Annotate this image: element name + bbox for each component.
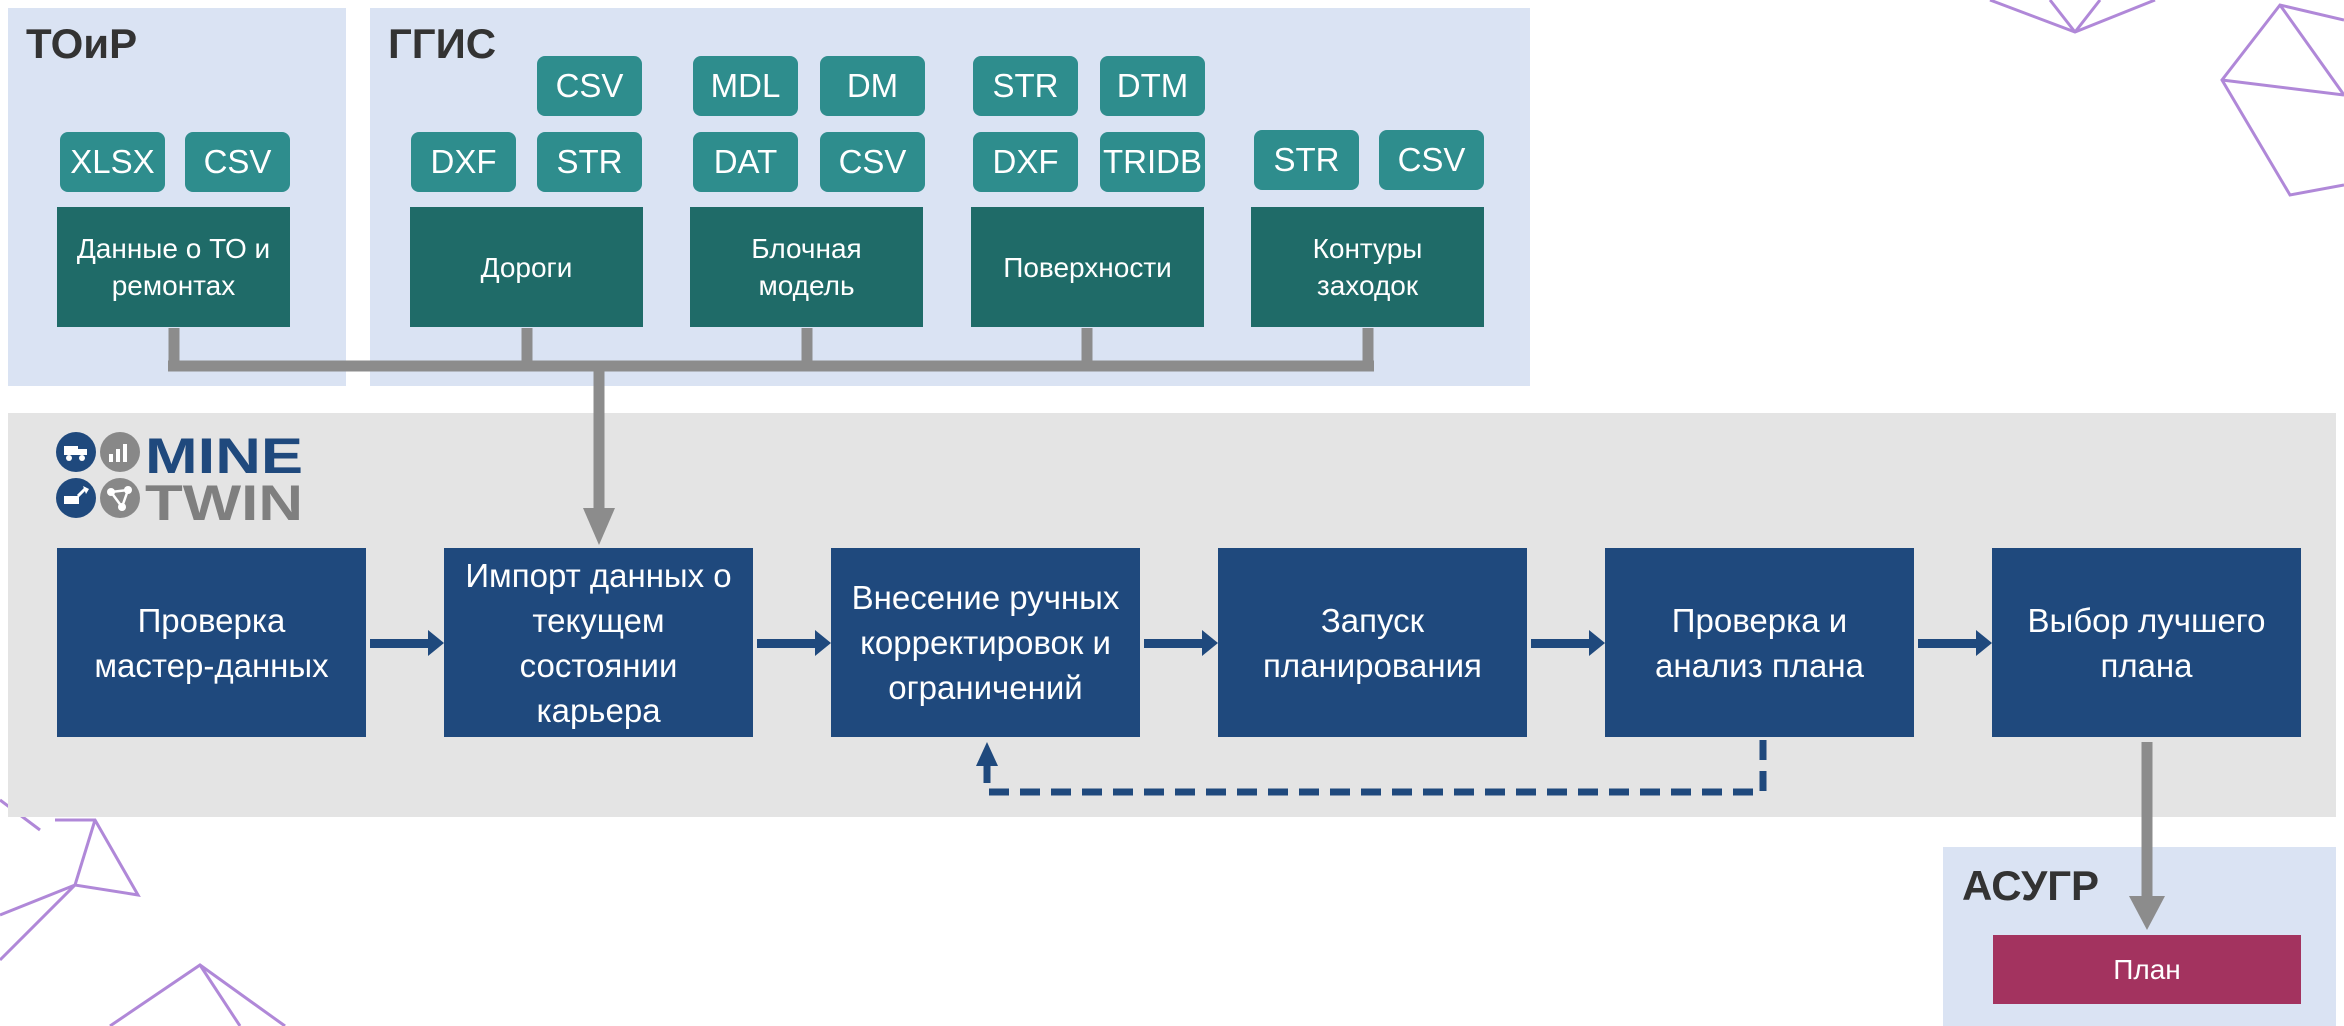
- format-tag-dat: DAT: [693, 132, 798, 192]
- step-import-pit-state: Импорт данных о текущем состоянии карьер…: [444, 548, 753, 737]
- format-tag-str: STR: [973, 56, 1078, 116]
- format-tag-str: STR: [537, 132, 642, 192]
- feedback-loop: [983, 740, 1767, 796]
- plan-output: План: [1993, 935, 2301, 1004]
- toir-title: ТОиР: [26, 20, 138, 67]
- format-tag-mdl: MDL: [693, 56, 798, 116]
- format-tag-tridb: TRIDB: [1100, 132, 1205, 192]
- step-select-best-plan: Выбор лучшего плана: [1992, 548, 2301, 737]
- format-tag-csv: CSV: [185, 132, 290, 192]
- format-tag-csv: CSV: [1379, 130, 1484, 190]
- format-tag-csv: CSV: [537, 56, 642, 116]
- format-tag-csv: CSV: [820, 132, 925, 192]
- minetwin-logo: MINE TWIN: [56, 432, 303, 524]
- import-arrowhead: [583, 508, 615, 545]
- chart-icon: [100, 432, 140, 472]
- source-maintenance-data: Данные о ТО и ремонтах: [57, 207, 290, 327]
- step-label: Проверка мастер-данных: [94, 601, 329, 684]
- step-check-master-data: Проверка мастер-данных: [57, 548, 366, 737]
- network-icon: [100, 478, 140, 518]
- source-label: Поверхности: [1003, 251, 1172, 283]
- step-run-planning: Запуск планирования: [1218, 548, 1527, 737]
- asugr-title: АСУГР: [1962, 862, 2100, 909]
- step-label: Выбор лучшего плана: [2027, 601, 2266, 684]
- step-label: Внесение ручных корректировок и ограниче…: [851, 579, 1120, 706]
- format-tag-dxf: DXF: [973, 132, 1078, 192]
- source-cut-contours: Контуры заходок: [1251, 207, 1484, 327]
- process-flow-arrows: [370, 630, 1992, 656]
- source-block-model: Блочная модель: [690, 207, 923, 327]
- truck-icon: [56, 432, 96, 472]
- format-tag-dm: DM: [820, 56, 925, 116]
- source-collector-bus: [168, 328, 1374, 512]
- source-label: Дороги: [480, 251, 573, 283]
- source-surfaces: Поверхности: [971, 207, 1204, 327]
- source-label: Данные о ТО и ремонтах: [76, 233, 271, 301]
- source-label: Контуры заходок: [1312, 233, 1423, 301]
- ggis-title: ГГИС: [388, 20, 497, 67]
- step-label: Проверка и анализ плана: [1655, 601, 1864, 684]
- excavator-icon: [56, 478, 96, 518]
- plan-export-arrow: [2129, 742, 2165, 930]
- format-tag-dtm: DTM: [1100, 56, 1205, 116]
- logo-word-mine: MINE: [145, 432, 303, 484]
- source-label: Блочная модель: [751, 233, 862, 301]
- plan-label: План: [2113, 953, 2181, 985]
- step-label: Запуск планирования: [1263, 601, 1482, 684]
- source-roads: Дороги: [410, 207, 643, 327]
- step-manual-adjustments: Внесение ручных корректировок и ограниче…: [831, 548, 1140, 737]
- format-tag-dxf: DXF: [411, 132, 516, 192]
- step-label: Импорт данных о текущем состоянии карьер…: [465, 556, 732, 729]
- step-review-plan: Проверка и анализ плана: [1605, 548, 1914, 737]
- minetwin-panel: [8, 413, 2336, 817]
- feedback-arrowhead: [976, 742, 998, 766]
- format-tag-str: STR: [1254, 130, 1359, 190]
- logo-word-twin: TWIN: [145, 475, 303, 524]
- format-tag-xlsx: XLSX: [60, 132, 165, 192]
